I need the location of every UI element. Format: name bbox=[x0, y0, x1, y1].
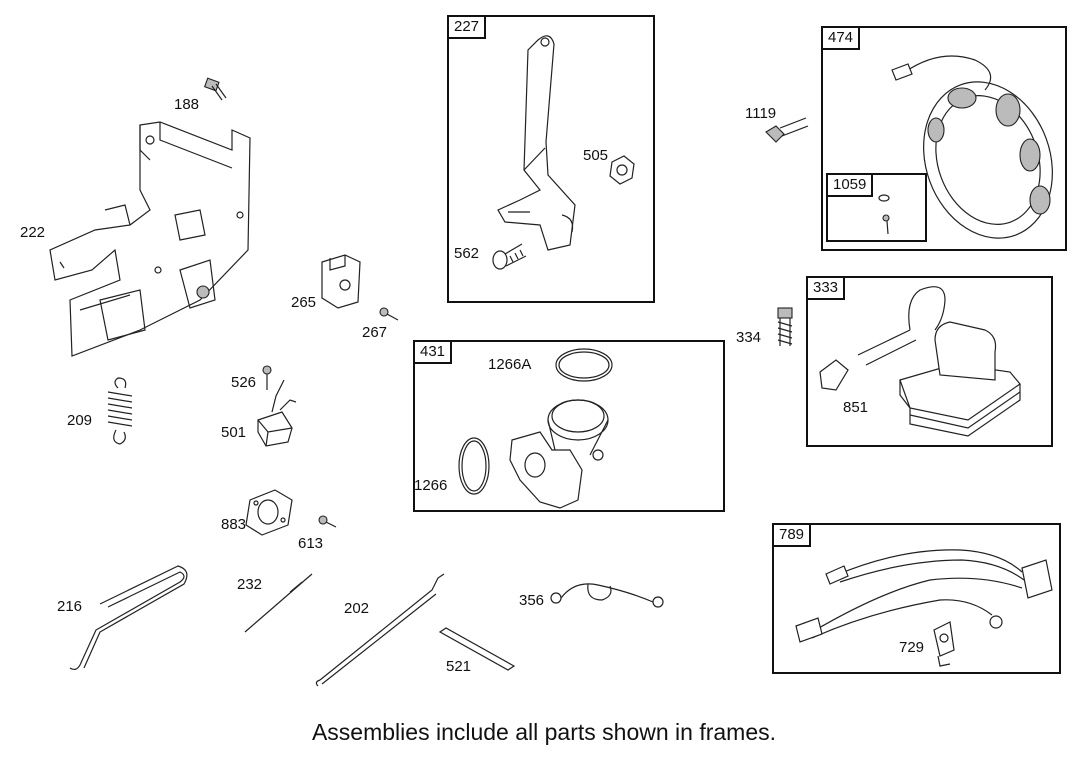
control-bracket-222-drawing bbox=[49, 121, 251, 357]
part-label-1266A: 1266A bbox=[488, 356, 532, 373]
bolt-1119-drawing bbox=[765, 117, 809, 143]
part-label-501: 501 bbox=[221, 424, 247, 441]
ring-1266-drawing bbox=[458, 437, 490, 495]
screw-334-drawing bbox=[777, 307, 793, 346]
spring-209-drawing bbox=[107, 377, 133, 445]
part-label-526: 526 bbox=[231, 374, 257, 391]
module-501-drawing bbox=[257, 379, 297, 447]
part-label-209: 209 bbox=[67, 412, 93, 429]
screw-1059-drawing bbox=[878, 194, 890, 235]
part-label-883: 883 bbox=[221, 516, 247, 533]
gasket-883-drawing bbox=[245, 489, 293, 536]
o-ring-1266A-drawing bbox=[555, 348, 613, 382]
part-label-851: 851 bbox=[843, 399, 869, 416]
ground-wire-356-drawing bbox=[550, 583, 664, 608]
frame-789-label: 789 bbox=[772, 523, 812, 547]
lever-227-drawing bbox=[497, 35, 576, 251]
part-label-505: 505 bbox=[583, 147, 609, 164]
part-label-356: 356 bbox=[519, 592, 545, 609]
frame-333: 333 bbox=[806, 276, 1053, 447]
screw-267-drawing bbox=[379, 307, 399, 321]
part-label-202: 202 bbox=[344, 600, 370, 617]
bolt-562-drawing bbox=[492, 243, 527, 270]
part-label-334: 334 bbox=[736, 329, 762, 346]
part-label-265: 265 bbox=[291, 294, 317, 311]
screw-526-drawing bbox=[262, 365, 272, 390]
link-202-drawing bbox=[315, 573, 445, 687]
stator-474-drawing bbox=[891, 55, 1053, 239]
o-ring-1266A-inner bbox=[558, 351, 610, 379]
pin-521-drawing bbox=[438, 627, 516, 671]
part-label-1266: 1266 bbox=[414, 477, 448, 494]
frame-431: 431 bbox=[413, 340, 725, 512]
frame-333-label: 333 bbox=[806, 276, 846, 300]
wire-harness-789-drawing bbox=[795, 549, 1053, 667]
part-label-1119: 1119 bbox=[745, 105, 777, 122]
diagram-caption: Assemblies include all parts shown in fr… bbox=[311, 719, 777, 745]
rod-232-drawing bbox=[244, 573, 313, 633]
ignition-coil-333-drawing bbox=[819, 286, 1021, 437]
frame-474-label: 474 bbox=[821, 26, 861, 50]
ring-1266-inner bbox=[461, 440, 487, 492]
part-label-729: 729 bbox=[899, 639, 925, 656]
link-216-drawing bbox=[69, 565, 188, 671]
part-label-521: 521 bbox=[446, 658, 472, 675]
part-label-267: 267 bbox=[362, 324, 388, 341]
frame-227: 227 bbox=[447, 15, 655, 303]
frame-474: 474 bbox=[821, 26, 1067, 251]
part-label-613: 613 bbox=[298, 535, 324, 552]
frame-1059: 1059 bbox=[826, 173, 927, 242]
frame-1059-label: 1059 bbox=[826, 173, 874, 197]
nut-505-drawing bbox=[609, 155, 635, 185]
frame-789: 789 bbox=[772, 523, 1061, 674]
part-label-222: 222 bbox=[20, 224, 46, 241]
frame-227-label: 227 bbox=[447, 15, 487, 39]
part-label-188: 188 bbox=[174, 96, 200, 113]
bolt-188-drawing bbox=[203, 77, 227, 101]
screw-613-drawing bbox=[318, 515, 337, 528]
part-label-562: 562 bbox=[454, 245, 480, 262]
part-label-216: 216 bbox=[57, 598, 83, 615]
elbow-431-drawing bbox=[509, 399, 609, 509]
clip-265-drawing bbox=[321, 254, 361, 309]
frame-431-label: 431 bbox=[413, 340, 453, 364]
part-label-232: 232 bbox=[237, 576, 263, 593]
